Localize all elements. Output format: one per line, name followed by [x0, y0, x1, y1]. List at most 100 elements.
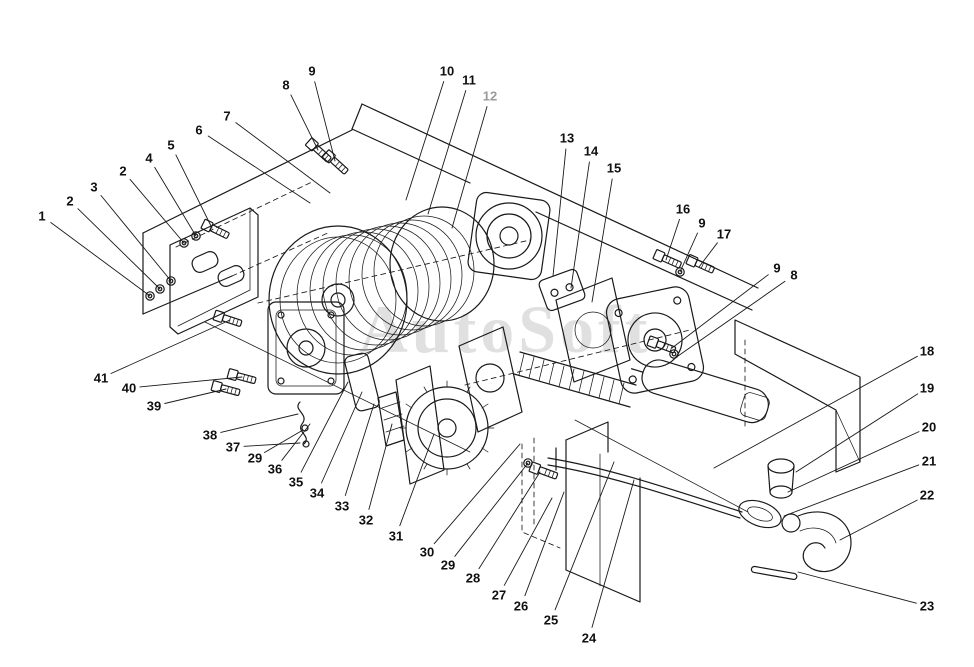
callout-10: 10 [405, 64, 454, 201]
callout-12: 12 [451, 89, 497, 229]
callout-34: 34 [310, 391, 363, 501]
svg-text:3: 3 [90, 180, 97, 195]
callout-39: 39 [147, 388, 227, 414]
svg-text:29: 29 [248, 451, 262, 466]
svg-text:27: 27 [492, 588, 506, 603]
callout-40: 40 [122, 376, 243, 396]
callout-8: 8 [282, 78, 319, 151]
svg-text:6: 6 [195, 123, 202, 138]
svg-text:7: 7 [223, 109, 230, 124]
svg-text:26: 26 [514, 599, 528, 614]
cable-drum [268, 206, 495, 375]
svg-text:12: 12 [483, 89, 497, 104]
callout-4: 4 [145, 151, 197, 237]
callout-27: 27 [492, 497, 553, 603]
svg-text:29: 29 [441, 558, 455, 573]
callout-22: 22 [839, 488, 934, 541]
svg-text:2: 2 [66, 194, 73, 209]
callout-2: 2 [66, 194, 161, 290]
svg-text:8: 8 [282, 78, 289, 93]
brake-band-parts [297, 352, 405, 448]
svg-text:41: 41 [94, 371, 108, 386]
svg-text:20: 20 [922, 420, 936, 435]
frame-left-plate [142, 129, 471, 453]
callout-1: 1 [38, 209, 151, 297]
callout-9: 9 [671, 261, 781, 349]
svg-text:9: 9 [773, 261, 780, 276]
svg-text:16: 16 [676, 202, 690, 217]
svg-text:10: 10 [440, 64, 454, 79]
bolt [528, 461, 560, 482]
svg-text:17: 17 [717, 227, 731, 242]
callout-37: 37 [226, 440, 301, 455]
svg-text:15: 15 [607, 161, 621, 176]
drive-shaft-assembly [458, 286, 705, 433]
callout-30: 30 [420, 443, 521, 560]
callout-36: 36 [268, 423, 311, 477]
callout-29: 29 [441, 462, 529, 573]
svg-text:33: 33 [335, 499, 349, 514]
svg-text:11: 11 [462, 73, 476, 88]
svg-text:23: 23 [920, 599, 934, 614]
svg-text:22: 22 [920, 488, 934, 503]
svg-text:37: 37 [226, 440, 240, 455]
frame-top-rail [351, 103, 759, 311]
callout-17: 17 [698, 227, 731, 268]
svg-text:38: 38 [203, 428, 217, 443]
callout-38: 38 [203, 413, 299, 443]
svg-text:31: 31 [389, 529, 403, 544]
callout-9: 9 [679, 216, 706, 273]
callout-2: 2 [119, 164, 185, 244]
callout-14: 14 [570, 144, 599, 289]
drum-axis [257, 239, 531, 304]
callout-13: 13 [552, 131, 574, 277]
svg-text:4: 4 [145, 151, 153, 166]
cable [547, 419, 749, 519]
bolt [200, 218, 231, 241]
callout-28: 28 [466, 471, 541, 586]
callout-19: 19 [795, 381, 934, 473]
callout-18: 18 [713, 344, 934, 469]
svg-text:36: 36 [268, 462, 282, 477]
svg-text:24: 24 [582, 631, 597, 646]
svg-text:14: 14 [584, 144, 599, 159]
pin [750, 565, 798, 581]
clamp-plate [538, 268, 586, 312]
svg-text:13: 13 [560, 131, 574, 146]
winch-drawing [142, 103, 861, 603]
callout-16: 16 [665, 202, 690, 261]
brake-housing [555, 277, 631, 383]
svg-text:1: 1 [38, 209, 45, 224]
motor-housing [467, 191, 551, 281]
svg-text:21: 21 [922, 454, 936, 469]
svg-text:5: 5 [167, 138, 174, 153]
callout-33: 33 [335, 403, 375, 514]
svg-text:28: 28 [466, 571, 480, 586]
callout-41: 41 [94, 319, 231, 386]
svg-text:8: 8 [790, 268, 797, 283]
svg-text:39: 39 [147, 399, 161, 414]
callout-32: 32 [359, 423, 393, 528]
mounting-bracket-left [169, 207, 259, 335]
svg-text:35: 35 [289, 475, 303, 490]
svg-text:9: 9 [698, 216, 705, 231]
callout-5: 5 [167, 138, 213, 229]
callout-26: 26 [514, 491, 565, 614]
callout-21: 21 [783, 454, 936, 517]
hook [781, 511, 852, 573]
callout-25: 25 [544, 461, 615, 628]
svg-text:32: 32 [359, 513, 373, 528]
svg-text:2: 2 [119, 164, 126, 179]
svg-text:18: 18 [920, 344, 934, 359]
callout-23: 23 [797, 571, 934, 614]
callout-9: 9 [308, 64, 336, 162]
svg-text:40: 40 [122, 381, 136, 396]
plug-cap [767, 458, 795, 499]
callout-15: 15 [591, 161, 621, 303]
callout-29: 29 [248, 429, 304, 466]
svg-text:30: 30 [420, 545, 434, 560]
svg-text:34: 34 [310, 486, 325, 501]
